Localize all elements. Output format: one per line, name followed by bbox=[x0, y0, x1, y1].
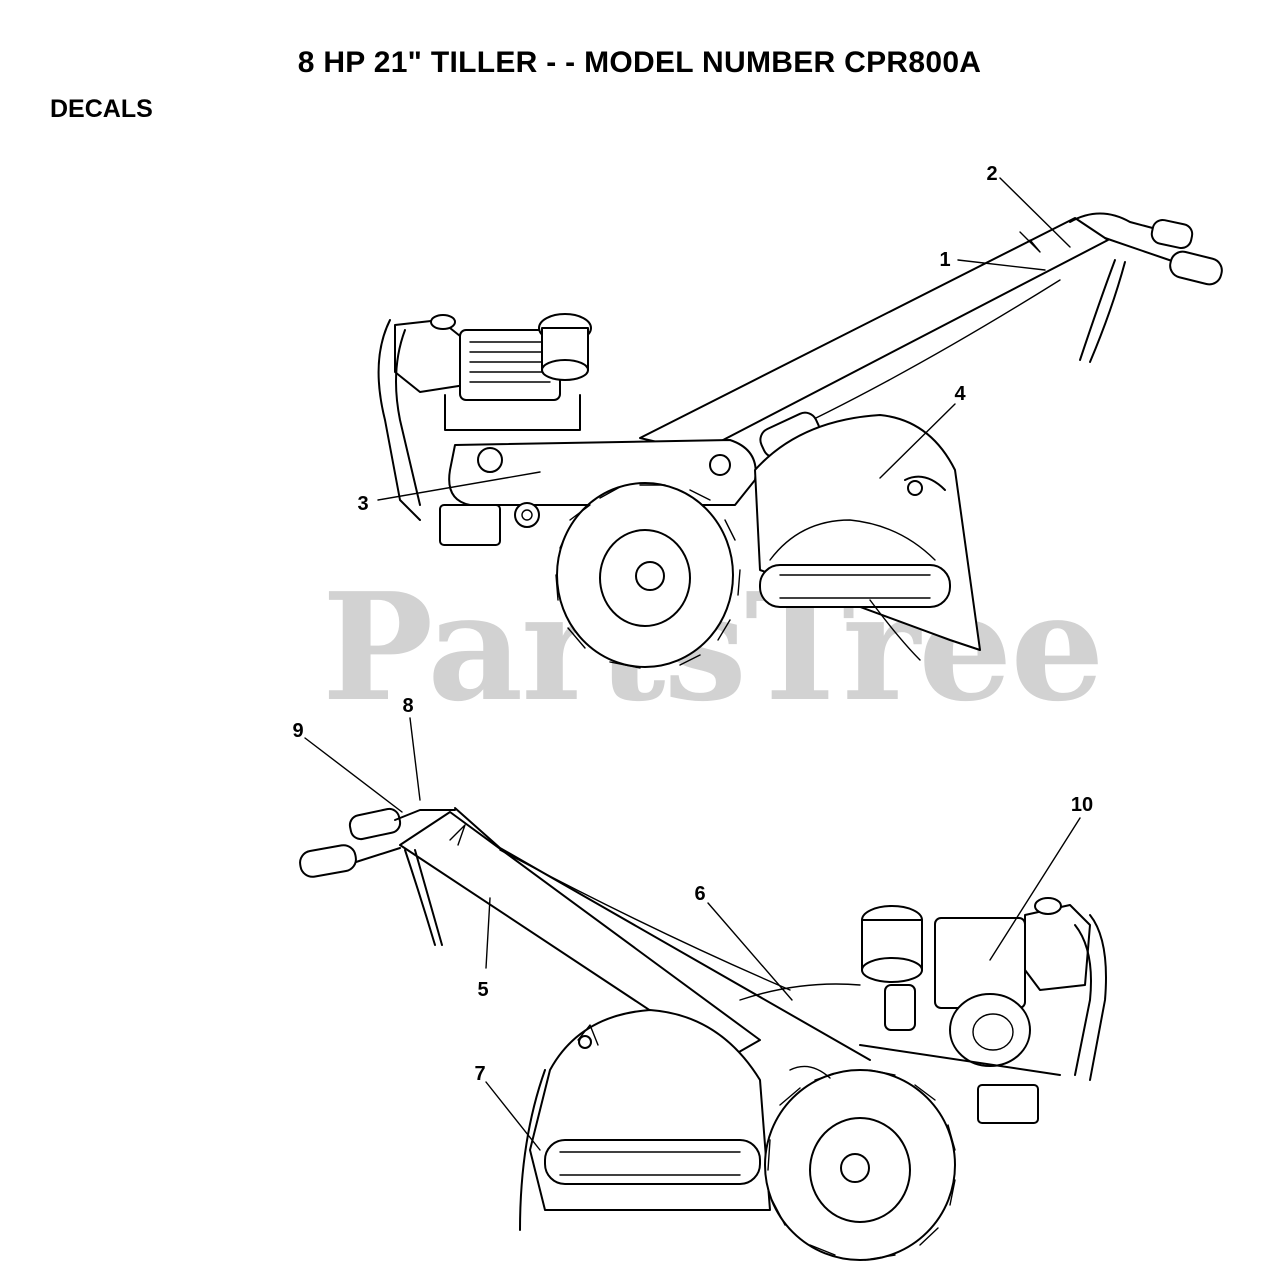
leader-7 bbox=[485, 1081, 541, 1151]
tiller-upper-view bbox=[377, 212, 1223, 669]
upper-frame-guard bbox=[377, 319, 421, 521]
callout-1: 1 bbox=[939, 249, 950, 271]
callout-6: 6 bbox=[694, 883, 705, 905]
lower-grip-front bbox=[299, 844, 357, 878]
lower-fuel-tank bbox=[1024, 904, 1091, 991]
leader-5 bbox=[485, 897, 491, 969]
leader-9 bbox=[304, 737, 403, 813]
callout-8: 8 bbox=[402, 695, 413, 717]
callout-4: 4 bbox=[954, 383, 966, 405]
upper-grip-rear bbox=[1150, 218, 1194, 250]
leader-8 bbox=[409, 717, 421, 801]
leader-3 bbox=[377, 471, 541, 501]
callout-3: 3 bbox=[357, 493, 368, 515]
leader-6 bbox=[707, 902, 793, 1001]
callout-leaders bbox=[304, 177, 1081, 1151]
lower-grip-rear bbox=[348, 807, 402, 841]
callout-9: 9 bbox=[292, 720, 303, 742]
lower-gearbox bbox=[977, 1084, 1039, 1124]
lower-frame-guard bbox=[1089, 914, 1107, 1081]
upper-tine-flap bbox=[759, 564, 951, 608]
leader-4 bbox=[879, 403, 956, 479]
callout-10: 10 bbox=[1071, 794, 1093, 816]
callout-2: 2 bbox=[986, 163, 997, 185]
leader-2 bbox=[999, 177, 1071, 248]
upper-handle-top bbox=[1069, 212, 1161, 231]
callout-5: 5 bbox=[477, 979, 488, 1001]
upper-tine-shield bbox=[754, 414, 981, 651]
upper-belt-cover bbox=[448, 439, 757, 506]
lower-pulley bbox=[949, 993, 1031, 1067]
upper-grip-front bbox=[1169, 250, 1223, 286]
callout-7: 7 bbox=[474, 1063, 485, 1085]
tiller-lower-view bbox=[299, 807, 1107, 1261]
diagram-title: 8 HP 21" TILLER - - MODEL NUMBER CPR800A bbox=[297, 46, 982, 79]
lower-tine-flap bbox=[544, 1139, 761, 1185]
section-label: DECALS bbox=[50, 95, 153, 123]
leader-10 bbox=[989, 817, 1081, 961]
upper-gearbox bbox=[439, 504, 501, 546]
callout-numbers: 2 1 3 4 8 9 10 6 5 7 bbox=[292, 163, 1093, 1085]
leader-1 bbox=[957, 259, 1046, 271]
lower-handlebar bbox=[399, 811, 761, 1061]
